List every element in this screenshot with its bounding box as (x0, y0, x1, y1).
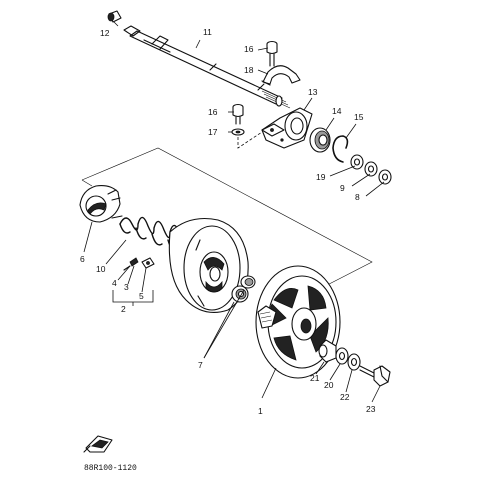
callout-3: 3 (124, 282, 129, 292)
part-6-spider (79, 185, 121, 223)
callout-23: 23 (366, 404, 376, 414)
callout-11: 11 (203, 27, 212, 37)
part-13-bearing-holder (261, 107, 313, 149)
part-14-bearing (309, 127, 331, 153)
part-19-washer (350, 154, 364, 170)
callout-19: 19 (316, 172, 326, 182)
callout-13: 13 (308, 87, 318, 97)
callout-16-lower: 16 (208, 107, 218, 117)
callout-10: 10 (96, 264, 106, 274)
movable-sheave (168, 217, 249, 313)
diagram-code: 88R100-1120 (84, 464, 137, 473)
part-15-circlip (332, 135, 349, 163)
callout-labels: 1 2 3 4 5 6 7 8 9 10 11 12 13 14 15 16 1… (80, 27, 376, 416)
callout-17: 17 (208, 127, 218, 137)
group-2-bracket (112, 290, 154, 306)
callout-20: 20 (324, 380, 334, 390)
part-5-roller (141, 257, 155, 269)
callout-18: 18 (244, 65, 254, 75)
part-9-washer (364, 161, 378, 177)
part-8-washer (378, 169, 392, 185)
callout-22: 22 (340, 392, 350, 402)
part-22-lockwasher (347, 353, 361, 371)
callout-12: 12 (100, 28, 110, 38)
part-16-bolt-upper (266, 40, 278, 67)
callout-9: 9 (340, 183, 345, 193)
callout-4: 4 (112, 278, 117, 288)
part-17-washer (231, 128, 245, 136)
callout-14: 14 (332, 106, 342, 116)
part-7-bushing-b (240, 275, 256, 289)
assembly-boundary (81, 147, 373, 301)
part-11-shaft (123, 25, 291, 109)
leader-17-dashed (237, 131, 263, 149)
leader-lines (83, 21, 385, 403)
callout-6: 6 (80, 254, 85, 264)
callout-8: 8 (355, 192, 360, 202)
callout-7: 7 (198, 360, 203, 370)
callout-1: 1 (258, 406, 263, 416)
part-18-bracket (261, 65, 301, 86)
part-4-pin (123, 257, 139, 271)
part-21-spacer (318, 339, 337, 363)
part-1-fixed-sheave (255, 265, 341, 379)
callout-15: 15 (354, 112, 364, 122)
part-12-cap (107, 10, 122, 23)
front-arrow-icon (83, 435, 113, 453)
callout-16-upper: 16 (244, 44, 254, 54)
part-7-bushing-a (231, 285, 249, 303)
callout-2: 2 (121, 304, 126, 314)
part-20-washer (335, 347, 349, 365)
part-16-bolt-lower (232, 103, 244, 125)
callout-5: 5 (139, 291, 144, 301)
part-23-bolt (359, 365, 391, 387)
callout-21: 21 (310, 373, 320, 383)
